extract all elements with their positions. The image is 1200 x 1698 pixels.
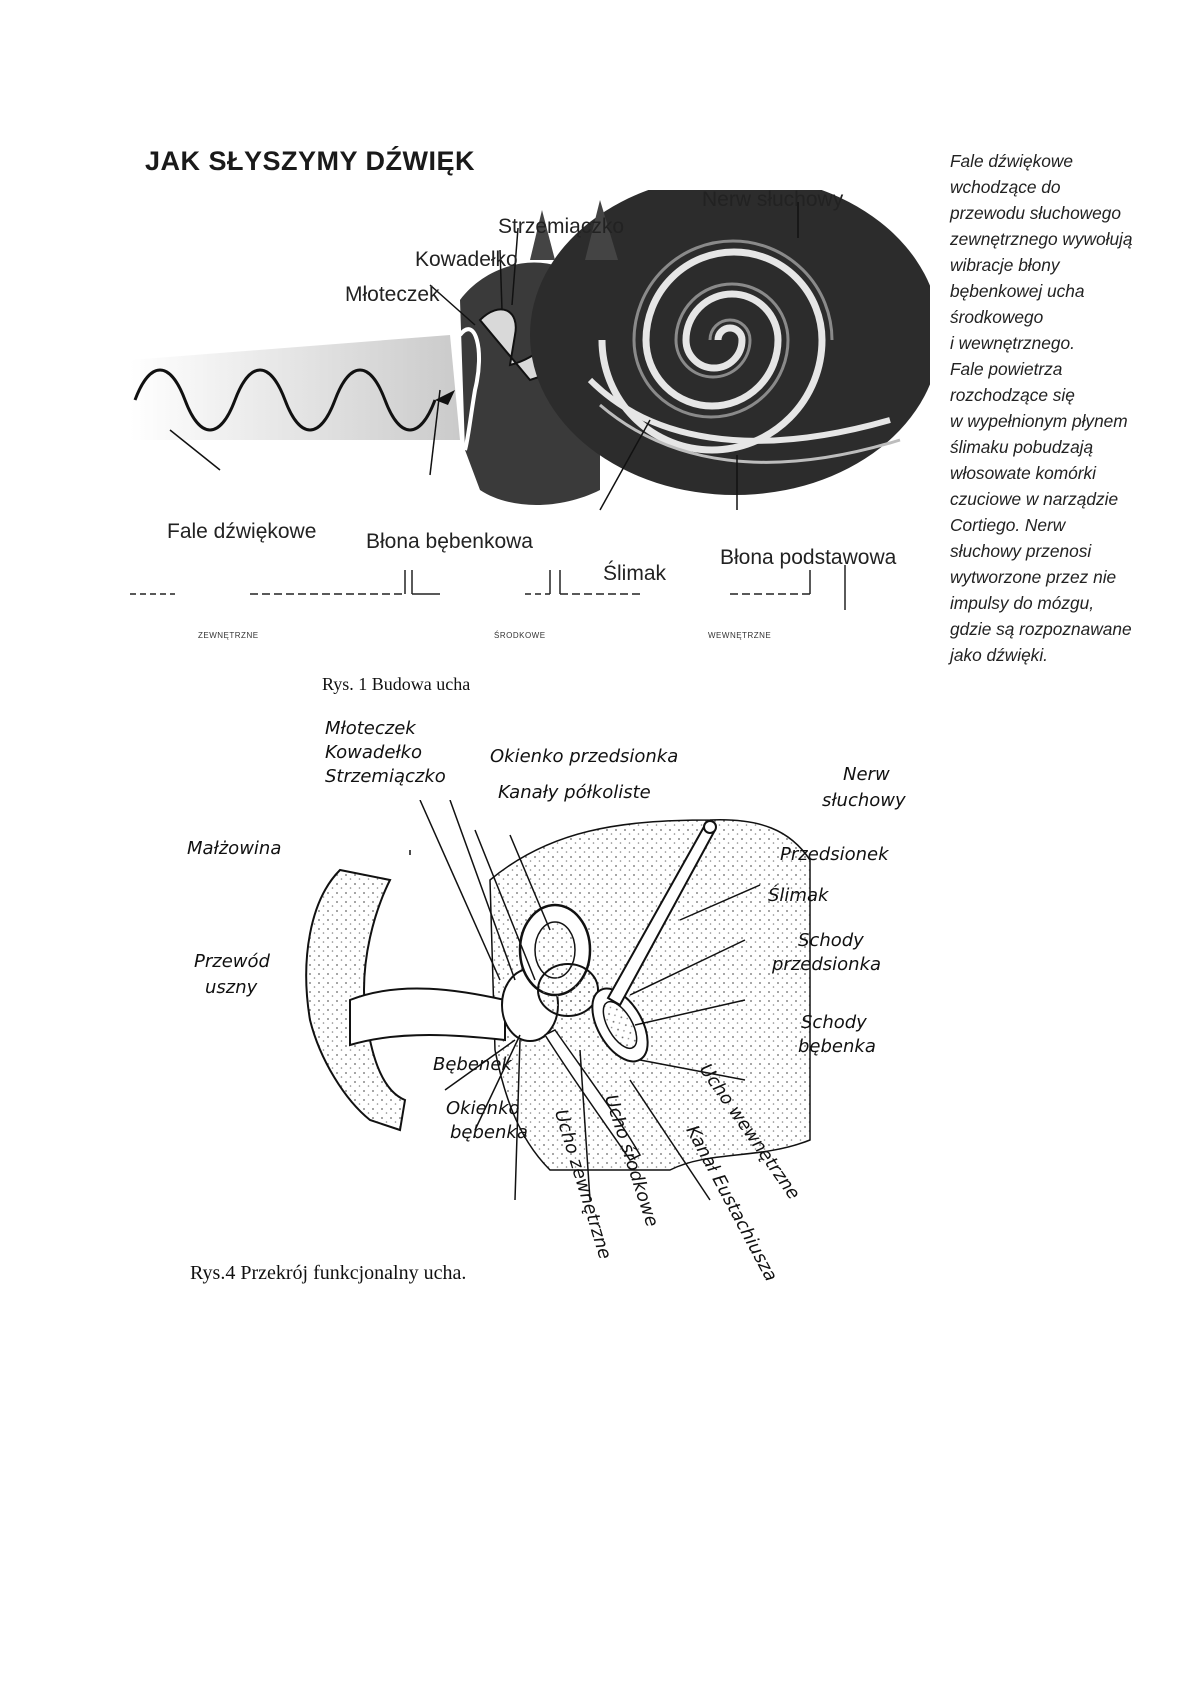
description-line: impulsy do mózgu, — [950, 593, 1095, 613]
label2-kanaly-polkoliste: Kanały półkoliste — [498, 782, 651, 803]
description-line: wytworzone przez nie — [950, 567, 1117, 587]
figure1-title: JAK SŁYSZYMY DŹWIĘK — [145, 146, 476, 176]
label2-bebenek: Bębenek — [433, 1054, 512, 1075]
description-line: środkowego — [950, 307, 1044, 327]
figure2-caption: Rys.4 Przekrój funkcjonalny ucha. — [190, 1262, 467, 1284]
description-line: bębenkowej ucha — [950, 281, 1085, 301]
label2-slimak: Ślimak — [768, 885, 829, 906]
label-slimak: Ślimak — [603, 562, 667, 585]
label-nerw-sluchowy: Nerw słuchowy — [702, 188, 844, 211]
label2-przedsionka: przedsionka — [772, 954, 882, 975]
label2-okienko-bebenka: bębenka — [450, 1122, 528, 1143]
description-line: wchodzące do — [950, 177, 1061, 197]
label2-nerw: Nerw — [843, 764, 890, 785]
label2-schody-2: Schody — [801, 1012, 867, 1033]
label-strzemiaczko: Strzemiączko — [498, 215, 625, 238]
description-line: słuchowy przenosi — [950, 541, 1092, 561]
label2-mloteczek: Młoteczek — [325, 718, 416, 739]
description-line: Cortiego. Nerw — [950, 515, 1066, 535]
label2-przewod: Przewód — [194, 951, 270, 972]
label2-bebenka: bębenka — [798, 1036, 876, 1057]
section-srodkowe: ŚRODKOWE — [494, 631, 546, 640]
description-line: włosowate komórki — [950, 463, 1096, 483]
description-line: rozchodzące się — [950, 385, 1075, 405]
description-line: jako dźwięki. — [950, 645, 1048, 665]
label-fale-dzwiekowe: Fale dźwiękowe — [167, 520, 317, 543]
description-line: Fale powietrza — [950, 359, 1063, 379]
sound-wave — [133, 368, 437, 432]
section-zewnetrzne: ZEWNĘTRZNE — [198, 631, 259, 640]
description-line: i wewnętrznego. — [950, 333, 1075, 353]
figure1-caption: Rys. 1 Budowa ucha — [322, 674, 471, 694]
description-line: przewodu słuchowego — [950, 203, 1121, 223]
label2-przedsionek: Przedsionek — [780, 844, 889, 865]
cochlea-spiral — [530, 190, 930, 495]
figure1-description: Fale dźwiękowe wchodzące do przewodu słuch… — [950, 148, 1190, 668]
description-line: w wypełnionym płynem — [950, 411, 1128, 431]
ear-cross-section-drawing — [305, 800, 811, 1201]
label2-okienko: Okienko — [446, 1098, 520, 1119]
description-line: wibracje błony — [950, 255, 1060, 275]
label-mloteczek: Młoteczek — [345, 283, 440, 306]
label2-schody-1: Schody — [798, 930, 864, 951]
label-kowadelko: Kowadełko — [415, 248, 518, 271]
label2-okienko-przedsionka: Okienko przedsionka — [490, 746, 679, 767]
description-line: zewnętrznego wywołują — [950, 229, 1133, 249]
label2-kowadelko: Kowadełko — [325, 742, 423, 763]
label-blona-bebenkowa: Błona bębenkowa — [366, 530, 533, 553]
label2-malzowina: Małżowina — [187, 838, 282, 859]
description-line: gdzie są rozpoznawane — [950, 619, 1132, 639]
ear-canal — [349, 987, 506, 1047]
label-blona-podstawowa: Błona podstawowa — [720, 546, 897, 569]
section-wewnetrzne: WEWNĘTRZNE — [708, 631, 772, 640]
description-line: Fale dźwiękowe — [950, 151, 1073, 171]
label2-strzemiaczko: Strzemiączko — [325, 766, 446, 787]
label2-sluchowy: słuchowy — [822, 790, 906, 811]
label2-uszny: uszny — [205, 977, 258, 998]
description-line: ślimaku pobudzają — [950, 437, 1094, 457]
ear-structure-illustration — [130, 190, 930, 610]
description-line: czuciowe w narządzie — [950, 489, 1119, 509]
